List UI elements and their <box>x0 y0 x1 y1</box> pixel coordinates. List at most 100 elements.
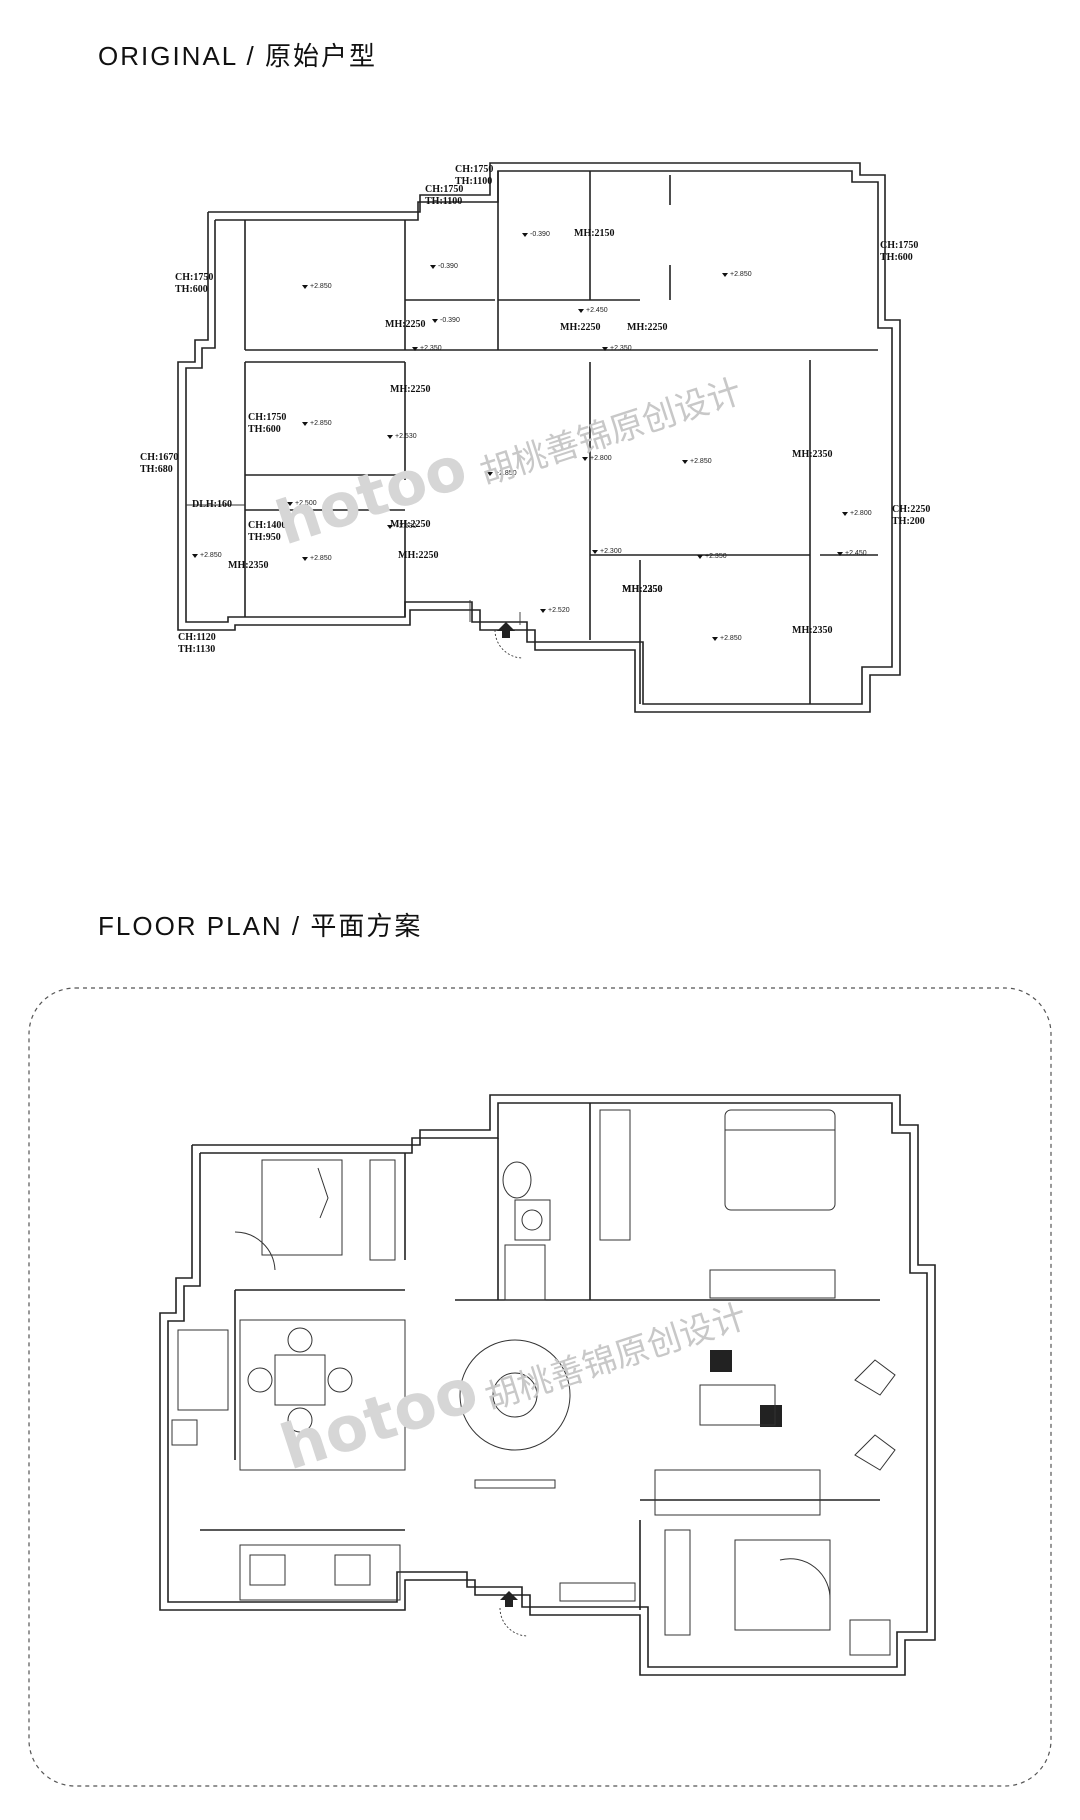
dimension-label: TH:600 <box>880 252 913 263</box>
dimension-label: CH:1750 <box>175 272 213 283</box>
level-mark: +2.850 <box>487 470 517 477</box>
svg-text:+2.850: +2.850 <box>200 552 222 559</box>
level-mark: +2.350 <box>412 345 442 352</box>
svg-text:+2.350: +2.350 <box>610 345 632 352</box>
svg-text:+2.530: +2.530 <box>395 433 417 440</box>
entrance-arrow-icon <box>500 1591 518 1607</box>
svg-text:+2.350: +2.350 <box>705 553 727 560</box>
dimension-label: MH:2150 <box>574 228 615 239</box>
stove-icon <box>334 1554 371 1586</box>
svg-text:-0.390: -0.390 <box>438 263 458 270</box>
round-table <box>459 1339 571 1451</box>
level-mark: +2.450 <box>578 307 608 314</box>
dimension-label: CH:1750 <box>880 240 918 251</box>
svg-text:+2.350: +2.350 <box>420 345 442 352</box>
coffee-table <box>699 1384 776 1426</box>
level-mark: +2.530 <box>387 433 417 440</box>
kitchen-counter <box>239 1544 401 1601</box>
shower-icon <box>504 1244 546 1301</box>
dimension-label: TH:1130 <box>178 644 215 655</box>
laundry-area <box>177 1329 229 1411</box>
dimension-label: TH:680 <box>140 464 173 475</box>
washer-icon <box>171 1419 198 1446</box>
wardrobe-top-left <box>369 1159 396 1261</box>
dimension-label: CH:1670 <box>140 452 178 463</box>
lounge-chair <box>854 1434 896 1471</box>
level-mark: +2.850 <box>712 635 742 642</box>
bed-top-left <box>261 1159 343 1256</box>
wardrobe-master <box>599 1109 631 1241</box>
svg-text:+2.850: +2.850 <box>730 271 752 278</box>
dimension-label: CH:1750 <box>248 412 286 423</box>
svg-text:+2.300: +2.300 <box>600 548 622 555</box>
level-mark: +2.850 <box>302 420 332 427</box>
level-mark: +2.850 <box>722 271 752 278</box>
dimension-label: MH:2350 <box>792 625 833 636</box>
dimension-label: CH:1750 <box>425 184 463 195</box>
level-mark: +2.850 <box>302 555 332 562</box>
dining-table <box>274 1354 326 1406</box>
level-mark: +2.450 <box>837 550 867 557</box>
watermark-logo-2: hotoo <box>272 1353 486 1485</box>
dimension-label: CH:1750 <box>455 164 493 175</box>
master-bed <box>724 1109 836 1211</box>
level-mark: +2.350 <box>602 345 632 352</box>
dimension-label: TH:1100 <box>455 176 492 187</box>
sink-icon <box>249 1554 286 1586</box>
dimension-label: MH:2250 <box>385 319 426 330</box>
dimension-label: MH:2350 <box>228 560 269 571</box>
floor-plan-frame <box>28 987 1052 1787</box>
original-door-arcs <box>494 622 524 659</box>
entrance-arrow-icon <box>497 622 515 638</box>
speaker-icon <box>760 1405 782 1427</box>
svg-text:+2.850: +2.850 <box>495 470 517 477</box>
level-mark: +2.520 <box>540 607 570 614</box>
svg-text:+2.850: +2.850 <box>720 635 742 642</box>
svg-text:+2.800: +2.800 <box>850 510 872 517</box>
shoe-cabinet <box>559 1582 636 1602</box>
dining-chair <box>247 1367 273 1393</box>
dimension-label: MH:2250 <box>390 519 431 530</box>
svg-text:-0.390: -0.390 <box>440 317 460 324</box>
svg-text:+2.800: +2.800 <box>590 455 612 462</box>
dimension-label: DLH:160 <box>192 499 232 510</box>
floor-plan-title: FLOOR PLAN / 平面方案 <box>98 911 423 941</box>
wardrobe-master-bottom <box>709 1269 836 1299</box>
door-arc-bottom-right <box>779 1558 831 1601</box>
level-mark: -0.390 <box>522 231 550 238</box>
original-annotations: CH:1750TH:1100CH:1750TH:1100CH:1750TH:60… <box>140 164 930 655</box>
dimension-label: MH:2250 <box>622 584 663 595</box>
svg-text:+2.520: +2.520 <box>548 607 570 614</box>
svg-text:+2.450: +2.450 <box>586 307 608 314</box>
level-mark: -0.390 <box>430 263 458 270</box>
dimension-label: MH:2250 <box>398 550 439 561</box>
dimension-label: MH:2350 <box>622 584 663 595</box>
original-plan-title: ORIGINAL / 原始户型 <box>98 41 377 71</box>
level-mark: +2.530 <box>387 523 417 530</box>
level-mark: -0.390 <box>432 317 460 324</box>
dimension-label: TH:200 <box>892 516 925 527</box>
bed-bottom-right <box>734 1539 831 1631</box>
dimension-label: MH:2250 <box>627 322 668 333</box>
dimension-label: MH:2250 <box>390 384 431 395</box>
svg-text:+2.850: +2.850 <box>690 458 712 465</box>
dimension-label: CH:2250 <box>892 504 930 515</box>
sofa <box>654 1469 821 1516</box>
svg-text:-0.390: -0.390 <box>530 231 550 238</box>
wardrobe-bottom <box>664 1529 691 1636</box>
dimension-label: TH:950 <box>248 532 281 543</box>
door-arc-top-left <box>234 1231 276 1271</box>
dimension-label: CH:1120 <box>178 632 216 643</box>
side-cabinet <box>849 1619 891 1656</box>
svg-text:+2.500: +2.500 <box>295 500 317 507</box>
level-mark: +2.500 <box>287 500 317 507</box>
dimension-label: CH:1400 <box>248 520 286 531</box>
dimension-label: MH:2250 <box>560 322 601 333</box>
speaker-icon <box>710 1350 732 1372</box>
dimension-label: MH:2350 <box>792 449 833 460</box>
svg-text:+2.850: +2.850 <box>310 420 332 427</box>
original-walls <box>177 162 901 713</box>
dining-chair <box>327 1367 353 1393</box>
